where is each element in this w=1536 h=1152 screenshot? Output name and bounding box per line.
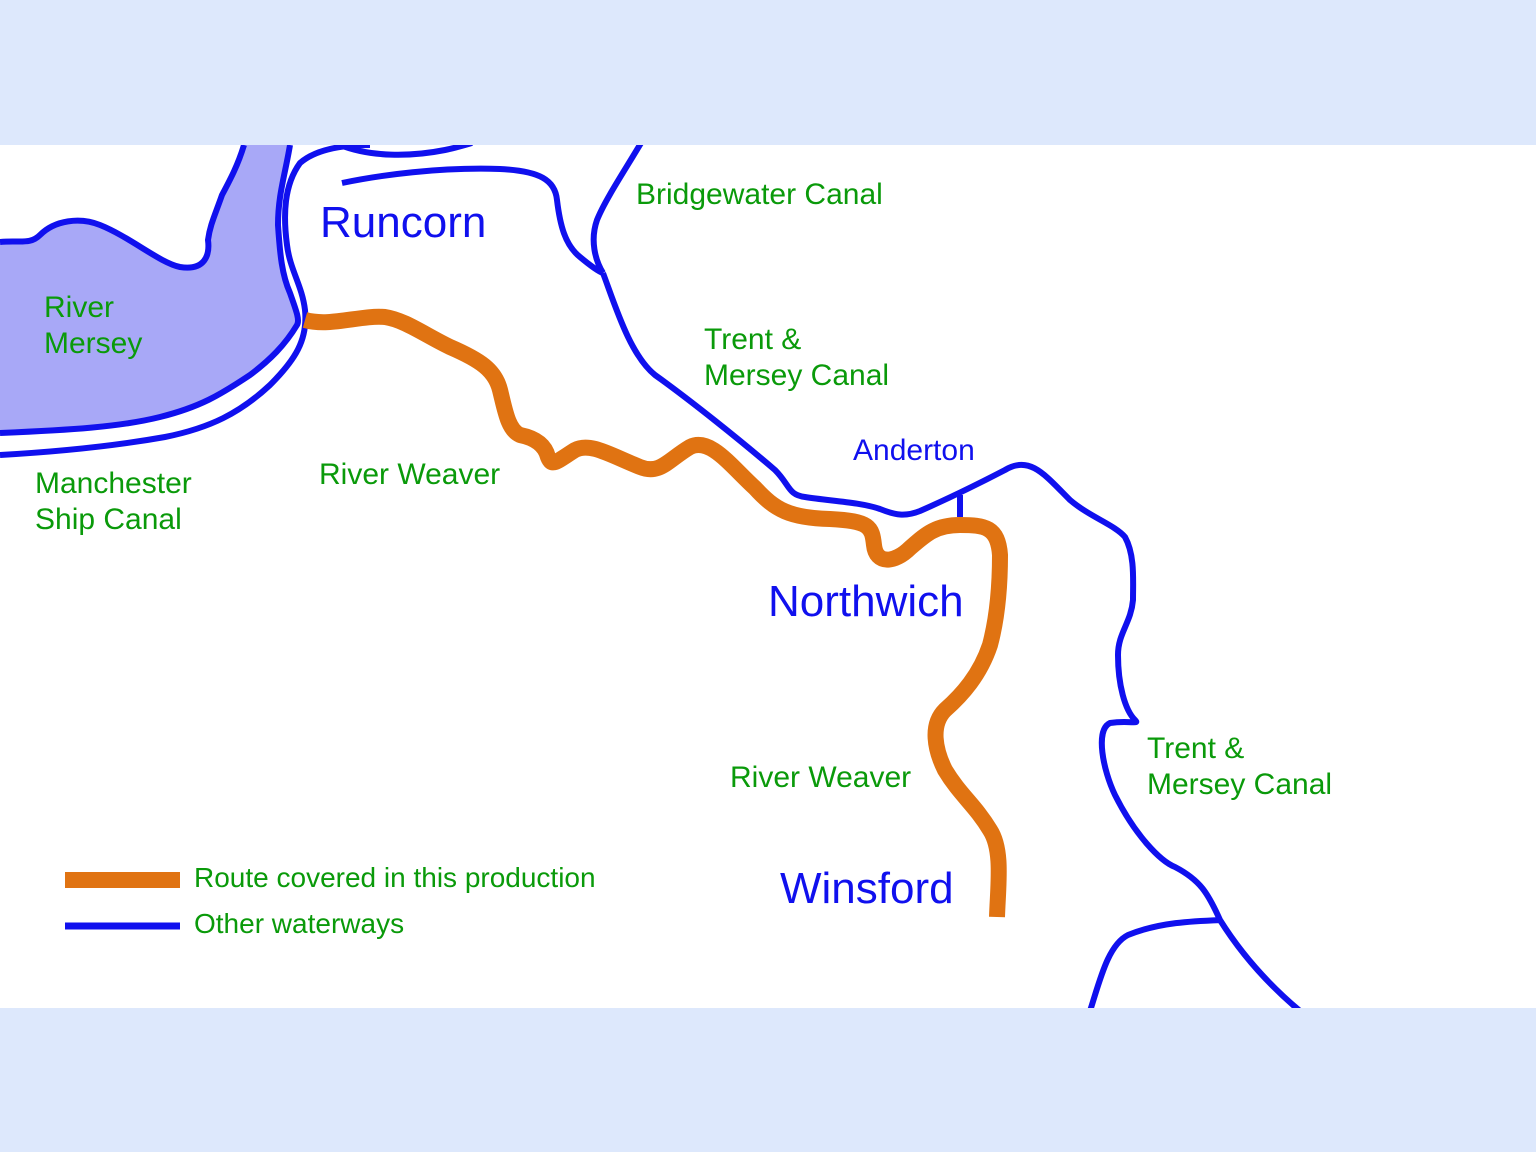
anderton-label: Anderton	[853, 434, 975, 467]
bridgewater-canal-label: Bridgewater Canal	[636, 178, 883, 211]
trent-mersey-canal-north-label: Trent & Mersey Canal	[704, 323, 890, 392]
map-canvas	[0, 145, 1302, 1008]
map-panel: River Mersey Manchester Ship Canal Bridg…	[0, 145, 1536, 1008]
trent-mersey-canal-south-label: Trent & Mersey Canal	[1147, 732, 1333, 801]
runcorn-label: Runcorn	[320, 198, 487, 247]
river-weaver-route[interactable]	[302, 308, 1008, 918]
river-mersey-south-bank	[0, 145, 302, 436]
river-mersey-label: River Mersey	[44, 291, 143, 360]
bridgewater-canal-branch	[590, 145, 644, 275]
river-mersey-area	[0, 145, 299, 433]
river-weaver-south-label: River Weaver	[730, 761, 912, 794]
trent-mersey-canal-north-line	[600, 271, 1302, 1008]
legend-route-label: Route covered in this production	[194, 862, 596, 893]
winsford-label: Winsford	[780, 864, 954, 913]
river-mersey-north-bank	[0, 145, 247, 271]
river-weaver-north-label: River Weaver	[319, 458, 501, 491]
northwich-label: Northwich	[768, 577, 964, 626]
top-arc-1	[338, 145, 473, 158]
bridgewater-canal-line	[341, 165, 605, 276]
bottom-branch-line	[1087, 917, 1223, 1008]
manchester-ship-canal-label: Manchester Ship Canal	[35, 467, 192, 536]
legend-other-label: Other waterways	[194, 908, 405, 939]
